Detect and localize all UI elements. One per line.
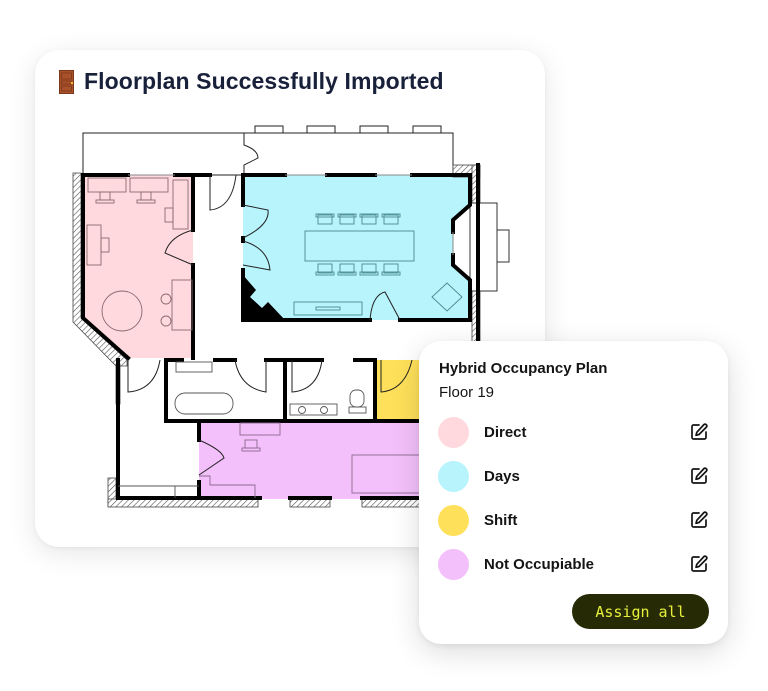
zone-days[interactable] <box>243 175 470 320</box>
color-swatch-shift <box>438 504 469 536</box>
legend-item-shift: Shift <box>438 504 710 536</box>
page-title: Floorplan Successfully Imported <box>84 68 444 94</box>
assign-all-button[interactable]: Assign all <box>572 594 709 629</box>
edit-icon <box>691 511 708 528</box>
floorplan-drawing[interactable] <box>35 50 545 547</box>
door-icon <box>59 69 74 94</box>
color-swatch-not-occupiable <box>438 548 469 580</box>
legend-title: Hybrid Occupancy Plan <box>439 360 608 377</box>
floor-label: Floor 19 <box>439 384 495 401</box>
legend-item-direct: Direct <box>438 416 710 448</box>
legend-label: Direct <box>484 423 527 441</box>
legend-label: Shift <box>484 511 518 529</box>
edit-shift-button[interactable] <box>688 509 710 531</box>
edit-icon <box>691 423 708 440</box>
card-header: Floorplan Successfully Imported <box>59 68 444 95</box>
edit-icon <box>691 467 708 484</box>
color-swatch-days <box>438 460 469 492</box>
zone-shift[interactable] <box>375 360 425 420</box>
color-swatch-direct <box>438 416 469 448</box>
legend-label: Not Occupiable <box>484 555 595 573</box>
legend-item-not-occupiable: Not Occupiable <box>438 548 710 580</box>
zone-direct[interactable] <box>83 175 193 358</box>
legend-label: Days <box>484 467 520 485</box>
edit-not-occupiable-button[interactable] <box>688 553 710 575</box>
edit-days-button[interactable] <box>688 465 710 487</box>
edit-icon <box>691 555 708 572</box>
occupancy-legend-panel: Hybrid Occupancy Plan Floor 19 Direct Da… <box>419 341 728 644</box>
edit-direct-button[interactable] <box>688 421 710 443</box>
zone-not-occupiable[interactable] <box>199 421 429 499</box>
legend-item-days: Days <box>438 460 710 492</box>
